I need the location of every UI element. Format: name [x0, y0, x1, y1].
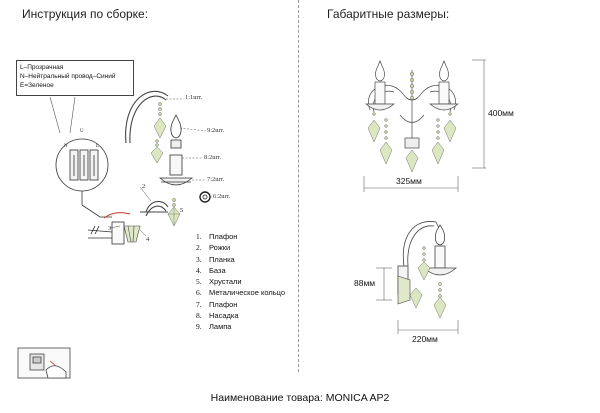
callout-9: 9:2шт. [207, 127, 225, 134]
product-name: Наименование товара: MONICA AP2 [210, 392, 390, 404]
lamp-arm [125, 90, 169, 217]
svg-text:N: N [64, 144, 68, 149]
width-label: 325мм [396, 176, 422, 186]
svg-text:L: L [96, 144, 99, 149]
part-number: 2. [196, 243, 202, 253]
wiring-legend-line: E=Зеленое [20, 82, 54, 89]
pendant-crystal [167, 198, 181, 227]
switch-off-icon [17, 347, 71, 379]
wiring-legend-line: N–Нейтральный провод–Синий [20, 73, 116, 80]
page-divider [298, 0, 299, 372]
side-view-base [397, 275, 411, 305]
metal-ring [199, 191, 211, 203]
list-item: 6. Металическое кольцо [196, 287, 285, 298]
list-item: 3. Планка [196, 254, 285, 265]
height-label: 400мм [488, 108, 514, 118]
callout-7: 7:2шт. [207, 176, 225, 183]
depth-small-label: 88мм [354, 278, 376, 288]
depth-dimension [397, 320, 459, 334]
callout-3: 3 [108, 225, 112, 232]
part-label: Планка [209, 254, 235, 264]
part-number: 9. [196, 322, 202, 332]
candle-crystal [150, 139, 164, 164]
drip-tray [158, 177, 194, 186]
side-view-crystals [409, 246, 447, 319]
callout-8: 8:2шт. [204, 154, 222, 161]
candle-bulb [169, 114, 183, 176]
part-number: 7. [196, 299, 202, 309]
callout-4: 4 [146, 236, 150, 243]
callout-6: 6:2шт. [213, 193, 231, 200]
callout-5: 5 [180, 207, 184, 214]
list-item: 2. Рожки [196, 242, 285, 253]
list-item: 9. Лампа [196, 321, 285, 332]
assembly-heading: Инструкция по сборке: [22, 7, 149, 21]
crystal-base [123, 225, 141, 243]
callout-2: 2 [142, 183, 146, 190]
part-label: Насадка [209, 311, 239, 321]
crystal-chain [153, 102, 167, 139]
part-label: Рожки [209, 243, 231, 253]
wall-base [87, 221, 125, 245]
callout-1: 1:1шт. [185, 94, 203, 101]
list-item: 8. Насадка [196, 310, 285, 321]
svg-text:U: U [80, 129, 84, 134]
depth-label: 220мм [412, 334, 438, 344]
part-number: 4. [196, 265, 202, 275]
wiring-legend-line: L–Прозрачная [20, 64, 64, 71]
part-number: 5. [196, 277, 202, 287]
width-dimension [363, 176, 459, 192]
wiring-legend: L–Прозрачная N–Нейтральный провод–Синий … [16, 60, 134, 96]
depth-small-dimension [376, 267, 392, 301]
list-item: 4. База [196, 265, 285, 276]
part-label: Лампа [209, 322, 232, 332]
part-label: База [209, 265, 226, 275]
terminal-block-diagram [55, 138, 112, 218]
front-view [365, 60, 459, 149]
list-item: 7. Плафон [196, 299, 285, 310]
part-label: Хрустали [209, 277, 242, 287]
part-number: 8. [196, 311, 202, 321]
height-dimension [472, 59, 486, 169]
front-view-crystals [367, 71, 457, 173]
part-label: Плафон [209, 299, 238, 309]
list-item: 1. Плафон [196, 231, 285, 242]
list-item: 5. Хрустали [196, 276, 285, 287]
red-wire [103, 212, 131, 219]
part-label: Плафон [209, 232, 238, 241]
part-label: Металическое кольцо [209, 288, 285, 298]
parts-list: 1. Плафон 2. Рожки 3. Планка 4. База 5. Хруст… [196, 231, 285, 333]
part-number: 1. [196, 232, 202, 241]
part-number: 6. [196, 288, 202, 298]
dimensions-heading: Габаритные размеры: [327, 7, 450, 21]
part-number: 3. [196, 254, 202, 264]
